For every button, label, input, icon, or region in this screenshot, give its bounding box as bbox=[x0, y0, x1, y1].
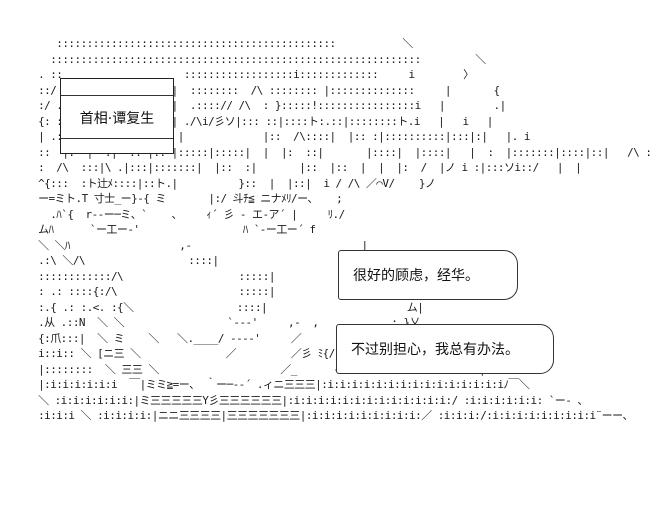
speech-bubble-1-text: 很好的顾虑，经华。 bbox=[353, 268, 479, 284]
name-card-label: 首相·谭复生 bbox=[79, 111, 155, 127]
speech-bubble-1: 很好的顾虑，经华。 bbox=[338, 250, 518, 300]
speech-bubble-2-text: 不过别担心，我总有办法。 bbox=[351, 342, 519, 358]
name-card: 首相·谭复生 bbox=[60, 78, 174, 154]
speech-bubble-2: 不过别担心，我总有办法。 bbox=[336, 324, 554, 374]
